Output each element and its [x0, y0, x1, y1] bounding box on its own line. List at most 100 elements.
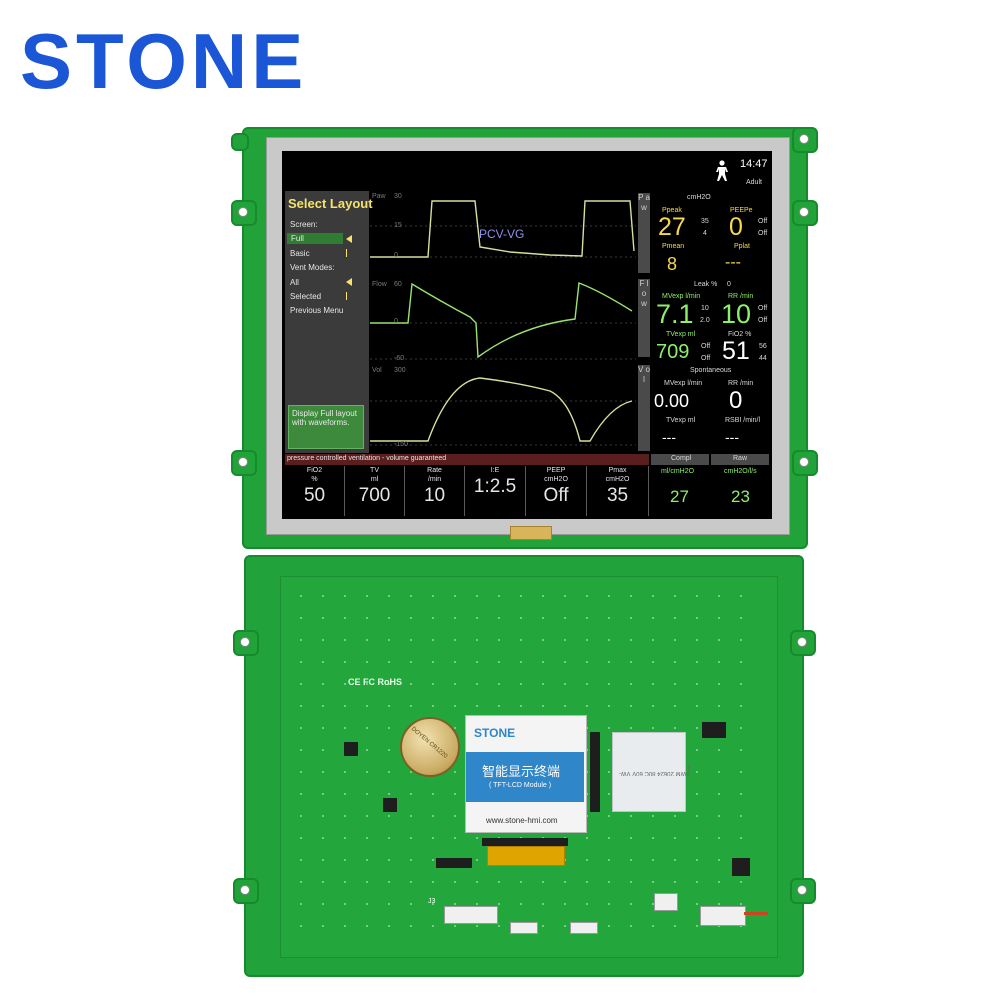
menu-item-previous[interactable]: Previous Menu [290, 306, 344, 315]
mounting-tab [792, 450, 818, 476]
tvexp-label: TVexp ml [666, 331, 696, 338]
module-brand: STONE [474, 726, 516, 740]
spont-mvexp-value: 0.00 [654, 391, 690, 411]
usb-connector [700, 906, 746, 926]
vol-tick-300: 300 [394, 367, 406, 374]
inductor [383, 798, 397, 812]
small-connector [570, 922, 598, 934]
fio2-hi: 56 [759, 343, 767, 350]
spont-rr-value: 0 [729, 387, 743, 414]
compl-value: 27 [670, 487, 689, 506]
mounting-tab [792, 127, 818, 153]
tab-vol[interactable]: V o l [638, 365, 650, 451]
menu-help-note: Display Full layout with waveforms. [288, 405, 364, 449]
rr-label: RR /min [728, 293, 754, 300]
mounting-tab [231, 200, 257, 226]
spont-mvexp-label: MVexp l/min [664, 380, 703, 387]
tvexp-lo: Off [701, 355, 711, 362]
lcd-flex-cable [487, 846, 565, 866]
menu-tick-icon [346, 249, 347, 257]
flow-label: Flow [372, 281, 387, 288]
menu-item-all[interactable]: All [290, 278, 299, 287]
peepe-value: 0 [729, 213, 743, 241]
patient-type: Adult [746, 179, 762, 186]
pmean-label: Pmean [662, 243, 685, 250]
fio2-label: FiO2 % [728, 331, 752, 338]
tab-paw[interactable]: P a w [638, 193, 650, 273]
rr-value: 10 [721, 299, 752, 329]
fio2-lo: 44 [759, 355, 767, 362]
mounting-tab [233, 878, 259, 904]
peepe-lo: Off [758, 230, 768, 237]
menu-vent-modes-label: Vent Modes: [290, 263, 335, 272]
mvexp-value: 7.1 [656, 299, 694, 329]
selection-arrow-icon [346, 235, 352, 243]
flow-tick-60: 60 [394, 281, 402, 288]
ppeak-lo: 4 [703, 230, 707, 237]
clock: 14:47 [740, 158, 768, 170]
spont-tvexp-label: TVexp ml [666, 417, 696, 424]
mounting-tab [231, 133, 249, 151]
pplat-label: Pplat [734, 243, 750, 250]
paw-label: Paw [372, 193, 386, 200]
selection-arrow-icon [346, 278, 352, 286]
wire-red [744, 912, 768, 915]
vol-tick-neg150: -150 [394, 441, 409, 448]
pmean-value: 8 [667, 254, 678, 274]
mvexp-hi: 10 [701, 305, 709, 312]
setting-fio2[interactable]: FiO2%50 [285, 466, 346, 516]
tab-flow[interactable]: F l o w [638, 279, 650, 357]
status-bar [285, 454, 649, 465]
lcd-screen: 14:47 Adult Select Layout Screen: Full B… [282, 151, 772, 519]
power-connector [654, 893, 678, 911]
ic-chip [344, 742, 358, 756]
ppeak-hi: 35 [701, 218, 709, 225]
menu-item-basic[interactable]: Basic [290, 249, 310, 258]
vol-label: Vol [372, 367, 382, 374]
brand-logo: STONE [20, 17, 308, 105]
module-url: www.stone-hmi.com [486, 816, 558, 825]
menu-item-selected[interactable]: Selected [290, 292, 322, 301]
rr-lo: Off [758, 317, 768, 324]
leak-label: Leak % [694, 281, 718, 288]
patient-adult-icon [715, 160, 729, 182]
peepe-label: PEEPe [730, 207, 753, 214]
ic-chip [732, 858, 750, 876]
certification-marks: CE FC RoHS [348, 677, 402, 687]
mvexp-label: MVexp l/min [662, 293, 701, 300]
mounting-tab [790, 878, 816, 904]
paw-tick-0: 0 [394, 252, 398, 259]
raw-unit: cmH2O/l/s [724, 468, 757, 475]
raw-value: 23 [731, 487, 750, 506]
module-type: ( TFT-LCD Module ) [489, 782, 552, 789]
unit-cmh2o: cmH2O [687, 194, 711, 201]
raw-label: Raw [733, 455, 748, 462]
ic-chip [702, 722, 726, 738]
rsbi-label: RSBI /min/l [725, 417, 761, 424]
small-connector [510, 922, 538, 934]
pplat-value: --- [725, 254, 741, 271]
ppeak-value: 27 [658, 213, 686, 241]
peepe-hi: Off [758, 218, 768, 225]
ribbon-cable [612, 732, 686, 812]
leak-value: 0 [727, 281, 731, 288]
spont-rr-label: RR /min [728, 380, 754, 387]
module-label-band [466, 752, 584, 802]
rr-hi: Off [758, 305, 768, 312]
menu-tick-icon [346, 292, 347, 300]
fpc-connector [590, 732, 600, 812]
menu-item-full[interactable]: Full [287, 233, 343, 244]
mounting-tab [233, 630, 259, 656]
mounting-tab [790, 630, 816, 656]
vent-mode-label: PCV-VG [479, 227, 525, 241]
connector-j3 [444, 906, 498, 924]
tvexp-value: 709 [656, 341, 690, 363]
raw-header [711, 454, 769, 465]
rsbi-value: --- [725, 429, 739, 445]
